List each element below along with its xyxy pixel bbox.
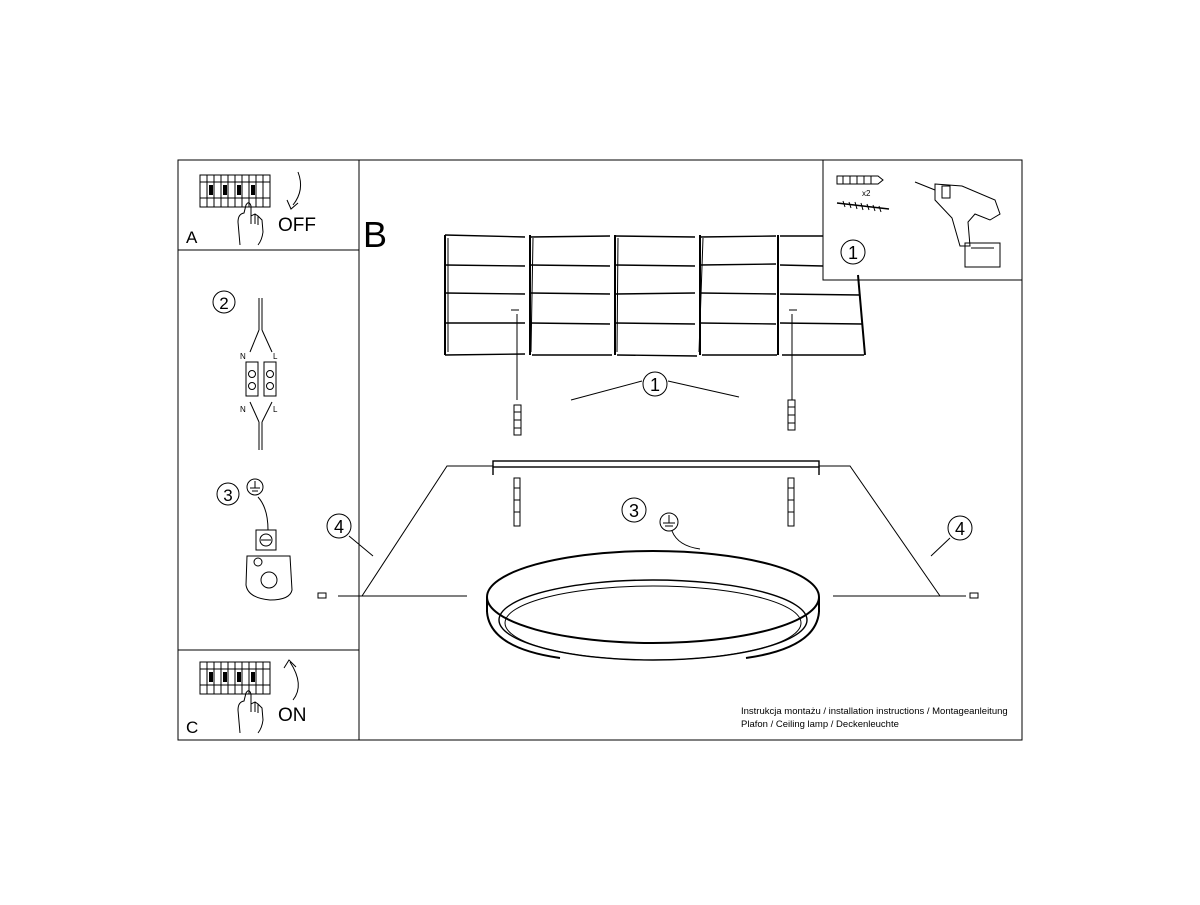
step-3-label-center: 3 (629, 501, 639, 521)
guide-line-lamp-left (361, 465, 493, 597)
wire-l-top: L (273, 352, 278, 361)
step-1-label-tools: 1 (848, 243, 858, 263)
ceiling-grid (444, 234, 866, 357)
step-2-badge (212, 290, 236, 314)
step-4-label-right: 4 (955, 519, 965, 539)
screw-icon (513, 477, 521, 527)
screw-icon (787, 477, 795, 527)
panel-c-letter: C (186, 718, 198, 737)
step-4-badge-right (947, 515, 973, 541)
anchor-icon (513, 404, 522, 436)
earth-ground-icon (659, 512, 679, 532)
step-2-label: 2 (219, 294, 228, 313)
rotate-arrow-icon (286, 171, 302, 210)
panel-a-action: OFF (278, 215, 316, 236)
panel-b-letter: B (363, 214, 387, 255)
ground-wire-center (671, 530, 701, 550)
wire-n-bottom: N (240, 405, 246, 414)
step-1-badge-tools (840, 239, 866, 265)
wire-n-top: N (240, 352, 246, 361)
step-1-label-center: 1 (650, 375, 660, 395)
step-4-badge-left (326, 513, 352, 539)
tools-panel (822, 159, 1023, 281)
ground-wire (257, 496, 269, 531)
wire-l-bottom: L (273, 405, 278, 414)
guide-line-lamp-right (819, 465, 941, 597)
footer-line-2: Plafon / Ceiling lamp / Deckenleuchte (741, 719, 899, 730)
rotate-arrow-icon (283, 659, 299, 701)
diagram-frame (177, 159, 1023, 741)
breaker-panel-icon (199, 174, 271, 208)
ceiling-lamp (486, 550, 820, 661)
screw-icon (969, 592, 979, 599)
step-3-badge-left (216, 482, 240, 506)
ground-terminal-icon (245, 529, 293, 601)
drill-icon (914, 181, 1001, 268)
panel-c-action: ON (278, 705, 307, 726)
tools-quantity: x2 (862, 189, 871, 198)
screw-icon (317, 592, 327, 599)
hand-icon (237, 690, 264, 734)
panel-a (177, 159, 360, 251)
hand-icon (237, 202, 264, 246)
step-4-label-left: 4 (334, 517, 344, 537)
anchor-icon (836, 175, 884, 185)
terminal-block-icon (245, 298, 277, 450)
step-3-badge-center (621, 497, 647, 523)
earth-ground-icon (246, 478, 264, 496)
step-3-label-left: 3 (223, 486, 232, 505)
panel-c (177, 649, 360, 741)
mounting-bracket (492, 460, 820, 475)
screw-icon (836, 200, 890, 213)
step-1-badge-center (642, 371, 668, 397)
breaker-panel-icon (199, 661, 271, 695)
panel-a-letter: A (186, 228, 198, 247)
anchor-icon (787, 399, 796, 431)
footer-line-1: Instrukcja montażu / installation instru… (741, 706, 1008, 717)
